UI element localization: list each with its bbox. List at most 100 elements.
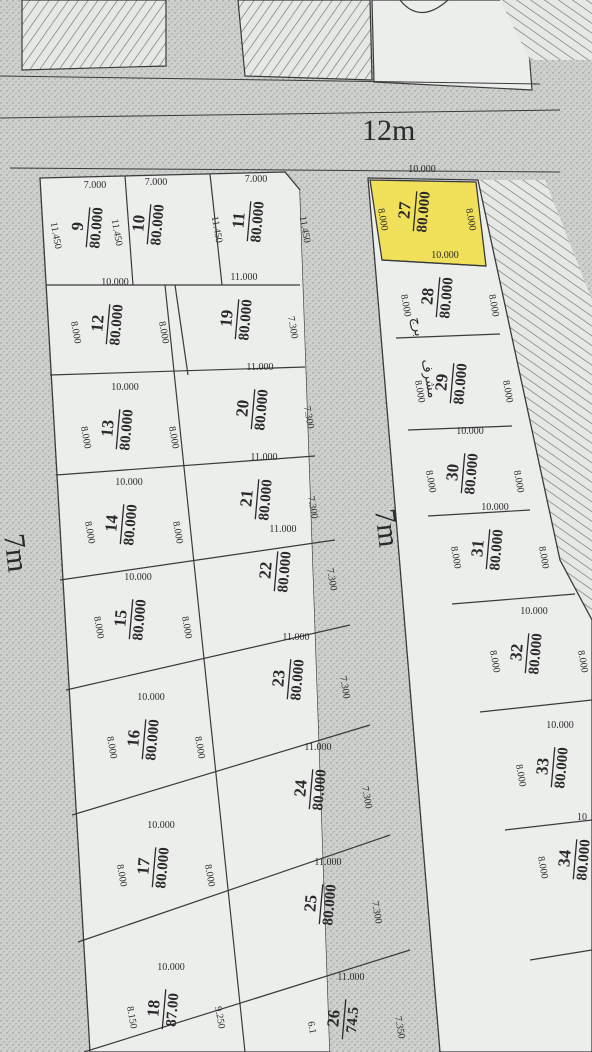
plot-number: 17: [133, 857, 153, 876]
fraction-bar: [572, 839, 578, 880]
top-block-left: [21, 0, 167, 71]
plot-width: 10.000: [408, 164, 436, 175]
plot-depth-right: 7.300: [359, 786, 374, 810]
plot-boundary-9-10: [124, 175, 134, 286]
road-12m-edge: [0, 109, 561, 119]
plot-depth-right: 11.450: [297, 215, 313, 244]
plot-number: 15: [110, 609, 130, 628]
plot-area: 80.000: [121, 504, 141, 546]
plot-area: 80.000: [487, 529, 507, 571]
plot-number: 32: [506, 643, 526, 662]
plot-width: 10.000: [147, 820, 175, 831]
plot-area: 80.000: [414, 191, 434, 233]
plot-depth: 8.000: [68, 321, 83, 345]
fraction-bar: [485, 529, 491, 570]
road-12m-area: [0, 60, 592, 180]
fraction-bar: [460, 453, 466, 494]
plot-depth-right: 7.300: [305, 496, 320, 520]
fraction-bar: [141, 719, 147, 760]
plot-number: 29: [431, 373, 451, 392]
fraction-bar: [105, 304, 111, 345]
fraction-bar: [119, 504, 125, 545]
plot-number: 34: [554, 849, 574, 868]
plot-depth-right: 8.000: [179, 616, 194, 640]
plot-area: 80.000: [87, 207, 107, 249]
plot-depth-right: 8.000: [575, 650, 590, 674]
plot-depth-right: 8.000: [500, 380, 515, 404]
plot-depth-right: 8.000: [166, 426, 181, 450]
road-label-7m-middle: 7m: [368, 507, 405, 549]
fraction-bar: [550, 747, 556, 788]
plot-area: 80.000: [236, 299, 256, 341]
plot-width: 11.000: [246, 362, 273, 373]
fraction-bar: [146, 204, 152, 245]
plot-width: 10.000: [111, 382, 139, 393]
plot-depth-right: 9.250: [212, 1006, 227, 1030]
plot-number: 16: [123, 729, 143, 748]
plot-number: 20: [232, 399, 252, 418]
fraction-bar: [161, 989, 167, 1030]
plot-number: 21: [236, 489, 256, 508]
plot-boundary-h-4: [65, 624, 351, 691]
plot-boundary-h-7: [83, 949, 411, 1052]
plot-width: 10.000: [137, 692, 165, 703]
plot-depth: 8.000: [375, 208, 390, 232]
fraction-bar: [246, 201, 252, 242]
fraction-bar: [115, 409, 121, 450]
fraction-bar: [435, 277, 441, 318]
plot-number: 25: [300, 894, 320, 913]
road-label-12m: 12m: [362, 114, 415, 147]
plot-boundary-r-2: [407, 425, 513, 431]
plot-depth-right: 8.000: [486, 294, 501, 318]
fraction-bar: [273, 551, 279, 592]
plot-depth: 11.450: [109, 218, 125, 247]
plot-width: 11.000: [314, 857, 341, 868]
plot-number: 22: [255, 561, 275, 580]
plot-depth-right: 7.350: [392, 1016, 407, 1040]
plot-width: 11.000: [337, 972, 364, 983]
plot-width: 10.000: [157, 962, 185, 973]
plot-width: 10.000: [124, 572, 152, 583]
top-block-mid: [237, 0, 373, 81]
fraction-bar: [308, 769, 314, 810]
plot-area: 80.000: [552, 747, 572, 789]
plot-depth-right: 7.300: [337, 676, 352, 700]
fraction-bar: [412, 191, 418, 232]
plot-area: 80.000: [148, 204, 168, 246]
plot-number: 30: [442, 463, 462, 482]
plot-width: 11.000: [230, 272, 257, 283]
fraction-bar: [254, 479, 260, 520]
plot-boundary-r-1: [395, 333, 501, 339]
plot-depth-right: 7.300: [369, 901, 384, 925]
plot-number: 13: [97, 419, 117, 438]
plot-boundary-r-5: [479, 699, 592, 713]
plot-width: 10.000: [481, 502, 509, 513]
